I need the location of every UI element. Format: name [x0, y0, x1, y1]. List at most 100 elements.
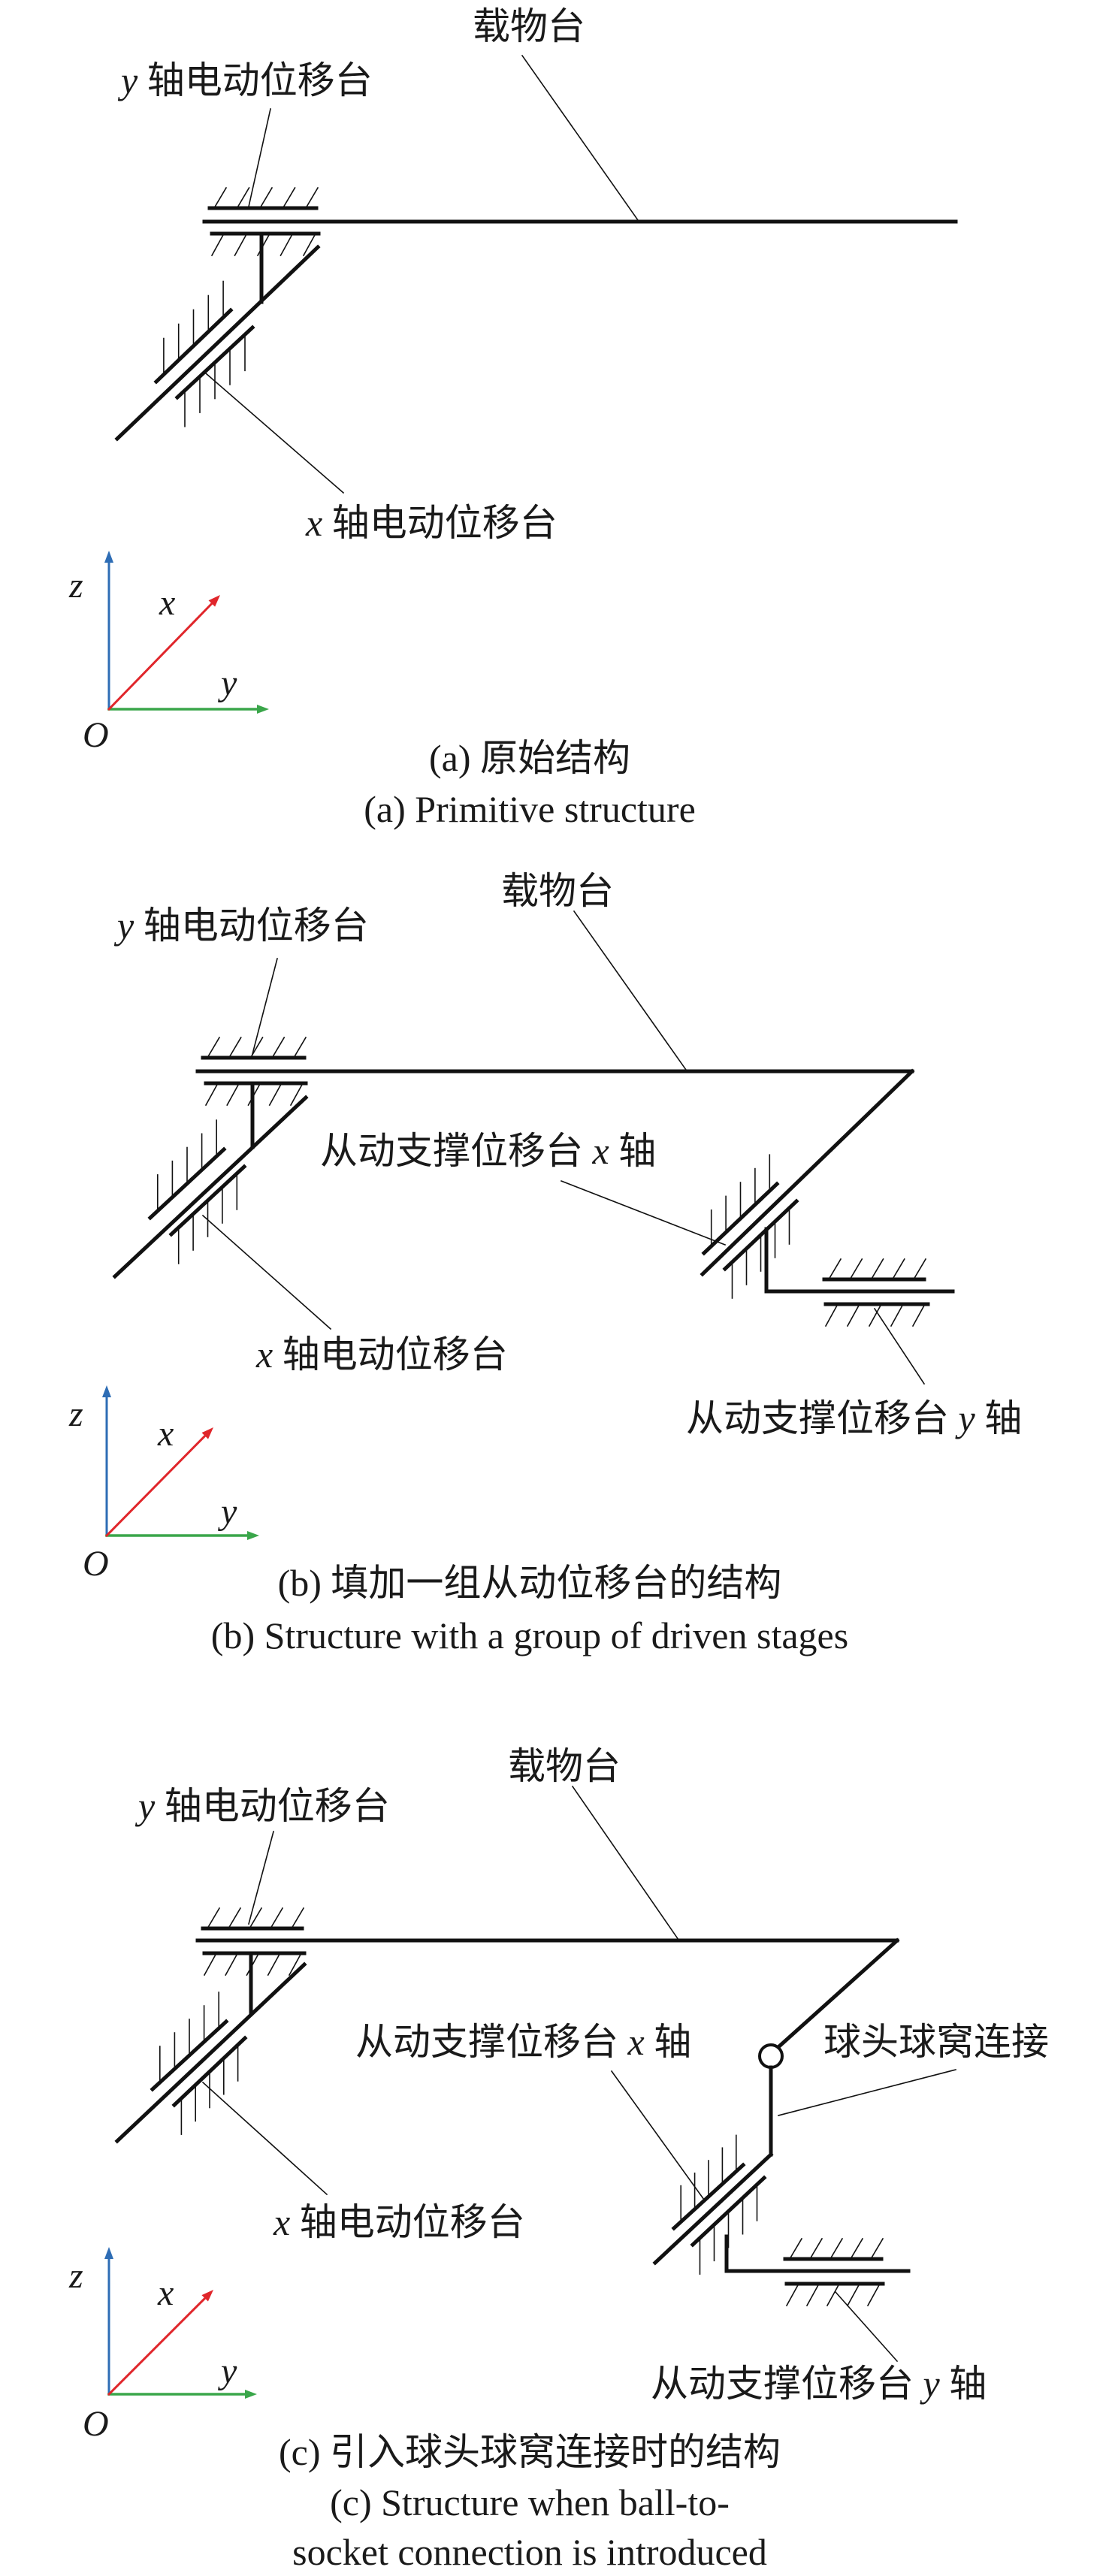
hatch-mark	[849, 1258, 863, 1281]
hatch-mark	[248, 1907, 263, 1930]
suffix: 轴	[984, 1397, 1022, 1439]
hatch-mark	[808, 2237, 823, 2260]
driven-y-stage-label: 从动支撑位移台 y 轴	[686, 1397, 1022, 1439]
y-axis-label: y	[217, 1492, 237, 1532]
axis-labels: z x y O z x y O z x y O	[68, 566, 237, 2444]
hatch-mark	[849, 2237, 864, 2260]
hatch-mark	[258, 186, 273, 210]
text: 轴电动位移台	[144, 904, 369, 947]
x-axis-label: x	[157, 2273, 174, 2313]
hatch-mark	[890, 1303, 905, 1327]
hatch-mark	[203, 1952, 218, 1977]
x-stage-label: x 轴电动位移台	[255, 1333, 508, 1376]
text: 轴电动位移台	[165, 1785, 390, 1827]
hatch-mark	[234, 232, 248, 257]
x-rail	[114, 1961, 307, 2144]
platform-label: 载物台	[508, 1745, 621, 1787]
leader-line	[201, 2081, 328, 2196]
y-stage-label: y 轴电动位移台	[134, 1785, 390, 1827]
hatch-mark	[827, 1258, 842, 1281]
hatch-mark	[912, 1258, 927, 1281]
caption-zh: (b) 填加一组从动位移台的结构	[278, 1562, 782, 1604]
x-axis-label: x	[157, 1414, 174, 1454]
platform-label: 载物台	[473, 5, 585, 47]
hatch-mark	[290, 1907, 305, 1930]
hatch-mark	[870, 1258, 884, 1281]
text: 轴电动位移台	[283, 1333, 508, 1376]
hatch-mark	[292, 1036, 307, 1059]
hatch-mark	[785, 2282, 800, 2307]
hatch-mark	[805, 2282, 820, 2307]
hatch-mark	[280, 232, 294, 257]
var: y	[920, 2363, 941, 2405]
hatch-mark	[788, 2237, 803, 2260]
suffix: 轴	[618, 1130, 656, 1172]
hatch-mark	[824, 1303, 839, 1327]
hatch-mark	[271, 1036, 286, 1059]
z-axis-label: z	[68, 1394, 83, 1434]
hatch-mark	[288, 1952, 303, 1977]
text: 轴电动位移台	[300, 2201, 525, 2243]
hatch-mark	[282, 186, 296, 210]
caption-en-line1: (c) Structure when ball-to-	[330, 2481, 730, 2523]
driven-x-stage-label: 从动支撑位移台 x 轴	[355, 2021, 691, 2063]
leader-line	[834, 2291, 899, 2363]
driven-link	[700, 1068, 915, 1277]
x-axis	[104, 1434, 207, 1538]
x-stage-label: x 轴电动位移台	[273, 2201, 525, 2243]
x-rail	[114, 244, 321, 442]
y-axis-label: y	[217, 663, 237, 703]
suffix: 轴	[949, 2363, 987, 2405]
x-axis-label: x	[159, 583, 175, 623]
var: y	[955, 1397, 976, 1439]
origin-label: O	[83, 715, 109, 755]
leader-line	[873, 1307, 926, 1385]
hatch-mark	[206, 1036, 221, 1059]
leader-line	[521, 54, 639, 222]
hatch-mark	[846, 1303, 861, 1327]
panel-c: 载物台 y 轴电动位移台 x 轴电动位移台 从动支撑位移台 x 轴 球头球窝连接…	[134, 1745, 1049, 2573]
caption-en-line2: socket connection is introduced	[292, 2531, 767, 2573]
var: y	[134, 1785, 156, 1827]
caption-zh: (a) 原始结构	[429, 737, 630, 779]
hatch-mark	[256, 232, 271, 257]
var: x	[255, 1333, 273, 1376]
hatch-mark	[267, 1952, 281, 1977]
hatch-mark	[868, 1303, 883, 1327]
hatch-mark	[249, 1036, 264, 1059]
panel-a: 载物台 y 轴电动位移台 x 轴电动位移台 (a) 原始结构 (a) Primi…	[117, 5, 696, 830]
y-arrow-head	[245, 2390, 257, 2399]
text: 轴电动位移台	[332, 502, 558, 544]
y-arrow-head	[247, 1531, 259, 1540]
text: 从动支撑位移台	[686, 1397, 949, 1439]
driven-x-stage-label: 从动支撑位移台 x 轴	[320, 1130, 656, 1172]
hatch-mark	[225, 1952, 239, 1977]
hatch-mark	[846, 2282, 861, 2307]
z-arrow-head	[102, 1385, 111, 1397]
z-axis-label: z	[68, 566, 83, 605]
y-stage-label: y 轴电动位移台	[117, 59, 373, 101]
z-axis-label: z	[68, 2256, 83, 2296]
x-stage-label: x 轴电动位移台	[305, 502, 558, 544]
origin-label: O	[83, 1544, 109, 1584]
leader-line	[610, 2070, 706, 2201]
y-axis-label: y	[217, 2351, 237, 2391]
hatch-mark	[268, 1082, 283, 1107]
z-arrow-head	[104, 551, 113, 563]
leader-line	[248, 108, 271, 207]
caption-zh: (c) 引入球头球窝连接时的结构	[279, 2431, 781, 2473]
hatch-mark	[869, 2237, 884, 2260]
leader-line	[204, 372, 345, 494]
hatch-mark	[891, 1258, 905, 1281]
x-axis	[107, 2297, 207, 2396]
hatch-mark	[227, 1907, 242, 1930]
mechanism-drawings	[102, 54, 958, 2399]
hatch-mark	[304, 186, 319, 210]
hatch-mark	[206, 1907, 221, 1930]
hatch-mark	[826, 2282, 841, 2307]
text: 从动支撑位移台	[320, 1130, 583, 1172]
hatch-mark	[829, 2237, 844, 2260]
text: 从动支撑位移台	[651, 2363, 914, 2405]
var: x	[627, 2021, 645, 2063]
hatch-mark	[911, 1303, 926, 1327]
